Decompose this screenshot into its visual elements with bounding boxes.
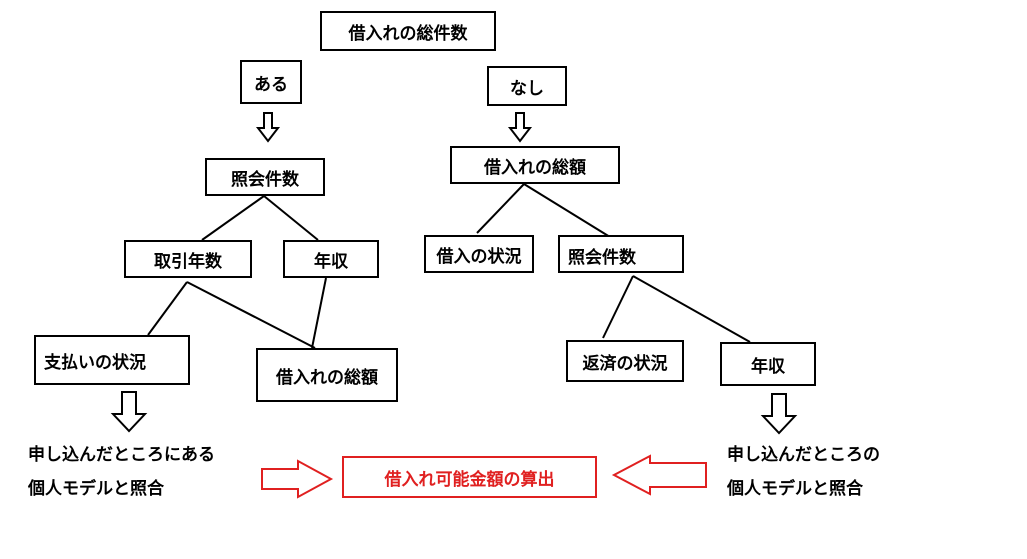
arrow-left-icon: [611, 454, 707, 496]
result-node: 借入れ可能金額の算出: [342, 456, 597, 498]
right-inquiries-node: 照会件数: [558, 235, 684, 273]
connector-line: [201, 195, 265, 241]
left-income-node: 年収: [283, 240, 379, 278]
connector-line: [311, 277, 327, 349]
right-note-line: 個人モデルと照合: [727, 479, 863, 499]
yes-node: ある: [240, 60, 302, 104]
right-total-node: 借入れの総額: [450, 146, 620, 184]
right-note-line: 申し込んだところの: [727, 445, 880, 465]
repay-status-node: 返済の状況: [566, 340, 684, 382]
arrow-down-icon: [760, 393, 798, 435]
connector-line: [147, 281, 188, 336]
connector-line: [186, 281, 316, 349]
borrow-status-node: 借入の状況: [424, 235, 534, 273]
connector-line: [632, 275, 751, 343]
trade-years-node: 取引年数: [124, 240, 252, 278]
left-note-line: 個人モデルと照合: [28, 479, 164, 499]
payment-status-node: 支払いの状況: [34, 335, 190, 385]
arrow-right-icon: [261, 459, 334, 499]
root-node: 借入れの総件数: [320, 11, 496, 51]
left-note-line: 申し込んだところにある: [28, 445, 215, 465]
left-total-node: 借入れの総額: [256, 348, 398, 402]
arrow-down-icon: [507, 112, 533, 143]
connector-line: [263, 195, 319, 241]
connector-line: [602, 275, 634, 339]
connector-line: [476, 183, 525, 234]
arrow-down-icon: [255, 112, 281, 143]
left-inquiries-node: 照会件数: [205, 158, 325, 196]
connector-line: [523, 183, 611, 238]
no-node: なし: [487, 66, 567, 106]
arrow-down-icon: [110, 391, 148, 433]
right-note: 申し込んだところの 個人モデルと照合: [727, 438, 880, 506]
right-income-node: 年収: [720, 342, 816, 386]
left-note: 申し込んだところにある 個人モデルと照合: [28, 438, 215, 506]
